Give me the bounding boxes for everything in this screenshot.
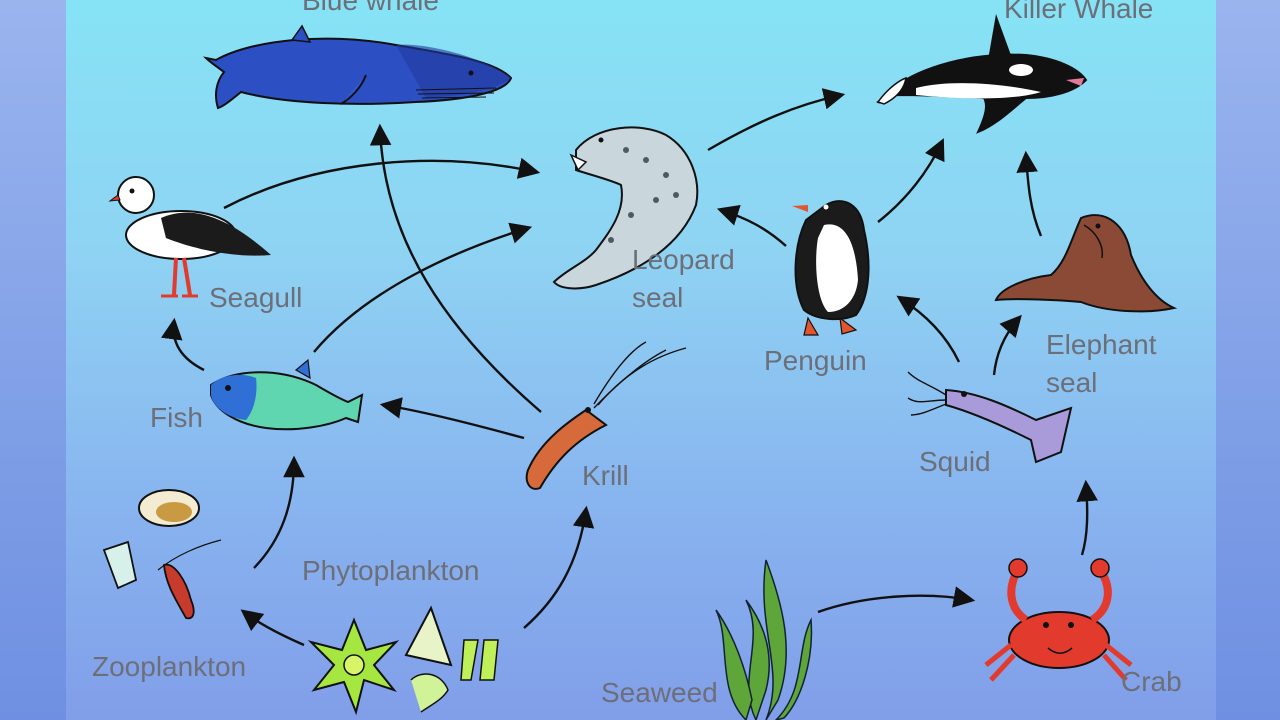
arrow-phytoplankton-to-krill (523, 505, 595, 629)
food-web-slide: Blue whale Killer Whale Seagull Leopard … (66, 0, 1216, 720)
label-elephant-seal-line1: Elephant (1046, 329, 1157, 360)
elephant-seal-illustration (994, 214, 1178, 313)
label-crab: Crab (1121, 666, 1182, 697)
zooplankton-illustration (102, 489, 222, 620)
label-phytoplankton: Phytoplankton (302, 555, 480, 586)
crab-illustration (984, 558, 1133, 682)
arrow-squid-to-elephantseal (992, 314, 1022, 376)
blue-whale-illustration (202, 24, 513, 110)
arrow-phytoplankton-to-zooplankton (240, 609, 305, 647)
label-krill: Krill (582, 460, 629, 491)
label-leopard-seal-line2: seal (632, 282, 684, 313)
label-blue-whale: Blue whale (302, 0, 439, 16)
krill-illustration (525, 341, 687, 490)
arrow-crab-to-squid (1076, 479, 1099, 556)
leopard-seal-illustration (552, 126, 699, 290)
arrow-fish-to-leopardseal (313, 222, 533, 353)
arrow-leopardseal-to-killerwhale (707, 88, 846, 152)
arrow-fish-to-seagull (161, 317, 205, 372)
arrow-seaweed-to-crab (817, 586, 976, 614)
food-web-diagram (102, 14, 1178, 720)
label-fish: Fish (150, 402, 203, 433)
label-elephant-seal-line2: seal (1046, 367, 1098, 398)
left-border (0, 0, 66, 720)
arrow-krill-to-bluewhale (369, 123, 542, 413)
label-squid: Squid (919, 446, 991, 477)
arrow-penguin-to-killerwhale (877, 138, 945, 223)
killer-whale-illustration (876, 14, 1088, 134)
squid-illustration (907, 371, 1073, 464)
label-leopard-seal-line1: Leopard (632, 244, 735, 275)
arrow-seagull-to-leopardseal (223, 157, 541, 210)
arrow-krill-to-fish (379, 397, 525, 440)
label-seaweed: Seaweed (601, 677, 718, 708)
arrow-squid-to-penguin (896, 295, 961, 363)
penguin-illustration (792, 200, 870, 336)
label-zooplankton: Zooplankton (92, 651, 247, 682)
arrow-penguin-to-leopardseal (716, 204, 787, 247)
fish-illustration (210, 358, 364, 431)
seaweed-illustration (715, 559, 813, 720)
seagull-illustration (108, 176, 271, 298)
label-penguin: Penguin (764, 345, 867, 376)
phytoplankton-illustration (307, 605, 499, 716)
arrow-zooplankton-to-fish (253, 455, 305, 569)
label-killer-whale: Killer Whale (1004, 0, 1154, 24)
food-web-arrows (161, 88, 1099, 647)
right-border (1216, 0, 1280, 720)
label-seagull: Seagull (209, 282, 303, 313)
arrow-elephantseal-to-killerwhale (1016, 150, 1043, 237)
